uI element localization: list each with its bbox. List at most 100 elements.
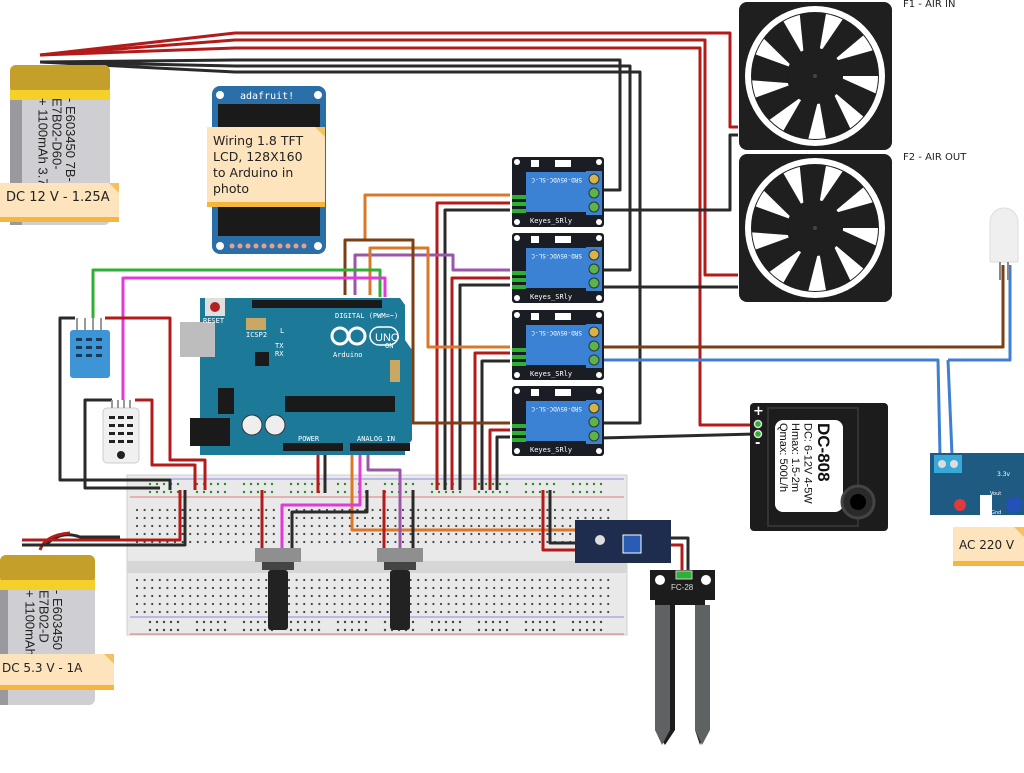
breadboard-hole	[341, 540, 344, 544]
breadboard-hole	[424, 516, 427, 520]
breadboard-hole	[348, 602, 351, 606]
fan-blade-gap	[831, 90, 864, 129]
breadboard-hole	[227, 516, 230, 520]
breadboard-hole	[176, 620, 180, 624]
breadboard-hole	[256, 620, 260, 624]
breadboard-hole	[531, 578, 534, 582]
breadboard-hole	[310, 620, 314, 624]
breadboard-hole	[584, 586, 587, 590]
breadboard-hole	[553, 516, 557, 520]
breadboard-hole	[432, 602, 435, 606]
breadboard-hole	[227, 524, 230, 528]
breadboard-hole	[409, 540, 412, 544]
breadboard-hole	[265, 524, 268, 528]
breadboard-hole	[204, 524, 207, 528]
breadboard-hole	[209, 620, 213, 624]
breadboard-hole	[477, 602, 481, 606]
breadboard-hole	[211, 524, 215, 528]
breadboard-hole	[204, 516, 207, 520]
breadboard-hole	[364, 620, 368, 624]
breadboard-hole	[195, 628, 199, 632]
soil-probe: FC-28	[650, 570, 715, 745]
breadboard-hole	[310, 610, 313, 614]
breadboard-hole	[498, 628, 502, 632]
breadboard-hole	[576, 508, 579, 512]
breadboard-hole	[515, 602, 519, 606]
breadboard-hole	[287, 540, 291, 544]
breadboard-hole	[181, 586, 184, 590]
usb-port	[180, 322, 215, 357]
breadboard-hole	[249, 482, 253, 486]
breadboard-hole	[538, 610, 541, 614]
breadboard-hole	[585, 490, 589, 494]
breadboard-hole	[394, 516, 397, 520]
breadboard-hole	[515, 586, 519, 590]
breadboard-hole	[162, 628, 166, 632]
breadboard-hole	[227, 586, 230, 590]
breadboard-hole	[379, 532, 382, 536]
breadboard-hole	[303, 578, 306, 582]
breadboard-hole	[462, 594, 465, 598]
breadboard-hole	[561, 586, 564, 590]
arduino-brand: Arduino	[333, 351, 363, 359]
breadboard-hole	[451, 628, 455, 632]
breadboard-hole	[458, 490, 462, 494]
breadboard-hole	[477, 532, 481, 536]
breadboard-hole	[447, 516, 450, 520]
battery-bottom-line: - E603450	[49, 590, 64, 650]
breadboard-hole	[477, 620, 481, 624]
breadboard-hole	[249, 540, 253, 544]
breadboard-hole	[341, 602, 344, 606]
breadboard-hole	[341, 524, 344, 528]
breadboard-hole	[578, 482, 582, 486]
breadboard-hole	[249, 602, 253, 606]
breadboard-hole	[318, 578, 321, 582]
breadboard-hole	[265, 516, 268, 520]
breadboard-hole	[216, 490, 220, 494]
breadboard-hole	[317, 620, 321, 624]
breadboard-hole	[484, 620, 488, 624]
breadboard-hole	[430, 482, 434, 486]
breadboard-hole	[249, 586, 253, 590]
breadboard-hole	[348, 532, 351, 536]
breadboard-hole	[341, 610, 344, 614]
breadboard-hole	[545, 482, 549, 486]
breadboard-hole	[439, 516, 443, 520]
breadboard-hole	[404, 490, 408, 494]
breadboard-hole	[173, 586, 177, 590]
breadboard-hole	[135, 516, 139, 520]
breadboard-hole	[371, 594, 374, 598]
breadboard-hole	[242, 578, 245, 582]
breadboard-hole	[386, 610, 389, 614]
breadboard-hole	[607, 602, 610, 606]
breadboard-hole	[470, 586, 473, 590]
breadboard-hole	[401, 524, 405, 528]
wire-orange	[368, 246, 510, 349]
breadboard-hole	[491, 490, 495, 494]
breadboard-hole	[135, 610, 139, 614]
wire-brown	[600, 265, 1005, 349]
breadboard-hole	[569, 602, 572, 606]
led-tx-label: TX	[275, 342, 284, 350]
breadboard-hole	[166, 578, 169, 582]
breadboard-hole	[219, 508, 222, 512]
breadboard-hole	[333, 532, 336, 536]
battery-top-line: + 1100mAh 3.7	[36, 98, 51, 186]
breadboard-hole	[447, 508, 450, 512]
battery-bottom-note: DC 5.3 V - 1A	[0, 654, 114, 690]
breadboard-hole	[455, 524, 458, 528]
breadboard-hole	[607, 594, 610, 598]
breadboard-hole	[394, 540, 397, 544]
wire-black	[39, 60, 632, 272]
breadboard-hole	[591, 610, 595, 614]
breadboard-hole	[546, 540, 549, 544]
fans	[739, 2, 892, 302]
breadboard-hole	[462, 578, 465, 582]
breadboard-hole	[189, 524, 192, 528]
breadboard-hole	[505, 620, 509, 624]
breadboard-hole	[477, 482, 481, 486]
fan-blade-gap	[818, 13, 843, 55]
breadboard-hole	[599, 516, 602, 520]
fan-blade-gap	[769, 95, 804, 131]
breadboard-hole	[508, 524, 511, 528]
